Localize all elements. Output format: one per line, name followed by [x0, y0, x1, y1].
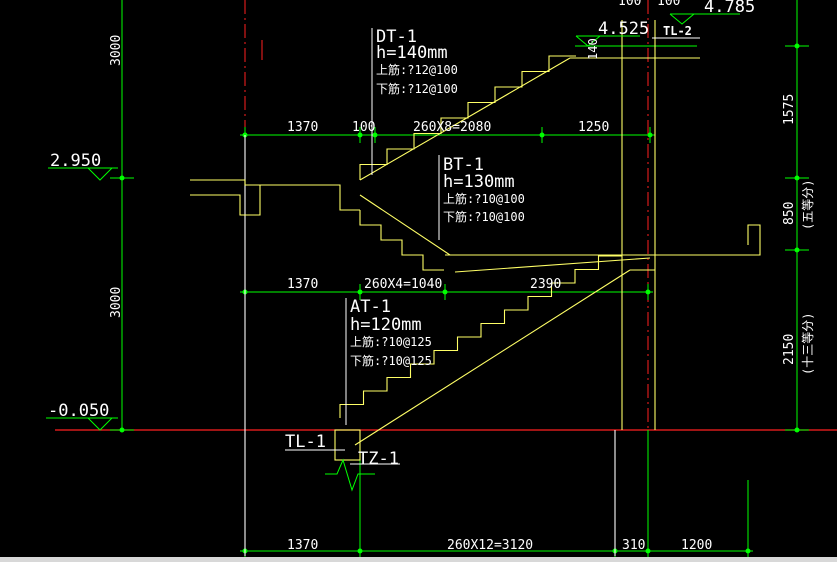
dim-text: 100 [657, 0, 680, 9]
svg-text:h=120mm: h=120mm [350, 315, 422, 335]
svg-text:4.525: 4.525 [598, 19, 649, 39]
flight-label-at1: AT-1 h=120mm 上筋:?10@125 下筋:?10@125 [345, 297, 432, 425]
svg-text:2.950: 2.950 [50, 151, 101, 171]
svg-text:h=140mm: h=140mm [376, 43, 448, 63]
member-label-tl1: TL-1 [285, 432, 345, 452]
level-marker-4785: 4.785 [669, 0, 755, 25]
axis-lines [55, 0, 837, 431]
dimension-node [357, 289, 363, 295]
svg-text:TL-2: TL-2 [663, 24, 692, 38]
svg-text:下筋:?10@125: 下筋:?10@125 [350, 353, 432, 368]
dim-text: 2390 [530, 277, 561, 292]
dim-text: 260X12=3120 [447, 538, 533, 553]
dim-text: (五等分) [801, 180, 815, 230]
member-label-tl2: TL-2 [652, 24, 700, 39]
dim-text: 1370 [287, 120, 318, 135]
member-label-tz1: TZ-1 [350, 449, 400, 469]
svg-text:4.785: 4.785 [704, 0, 755, 17]
dimension-node [539, 132, 545, 138]
svg-text:下筋:?12@100: 下筋:?12@100 [376, 81, 458, 96]
dim-text: (十三等分) [801, 313, 815, 375]
stair-steps [339, 255, 622, 418]
dim-text: 1200 [681, 538, 712, 553]
dim-text: 1370 [287, 538, 318, 553]
level-marker-4525: 4.525 [575, 19, 649, 47]
dimension-node [119, 175, 125, 181]
dim-left-lower: 3000 [109, 287, 124, 318]
dim-text: 850 [782, 202, 797, 225]
svg-text:-0.050: -0.050 [48, 401, 109, 421]
level-marker-minus-0050: -0.050 [46, 401, 118, 431]
svg-text:DT-1: DT-1 [376, 27, 417, 47]
dimension-lines [110, 0, 809, 559]
dim-text: 1370 [287, 277, 318, 292]
dim-text: 100 [618, 0, 641, 9]
svg-text:上筋:?10@125: 上筋:?10@125 [350, 334, 432, 349]
dimension-node [357, 132, 363, 138]
status-strip [0, 557, 837, 562]
dimension-node [372, 132, 378, 138]
dim-text: 2150 [782, 334, 797, 365]
dim-text: 310 [622, 538, 645, 553]
stair-outline [190, 20, 761, 556]
dimension-node [794, 175, 800, 181]
dimension-node [794, 43, 800, 49]
svg-text:h=130mm: h=130mm [443, 172, 515, 192]
dimension-node [794, 247, 800, 253]
svg-text:上筋:?12@100: 上筋:?12@100 [376, 62, 458, 77]
svg-text:AT-1: AT-1 [350, 297, 391, 317]
svg-text:TZ-1: TZ-1 [358, 449, 399, 469]
stair-steps [359, 210, 444, 271]
svg-text:BT-1: BT-1 [443, 155, 484, 175]
level-marker-2950: 2.950 [48, 151, 118, 181]
svg-text:TL-1: TL-1 [285, 432, 326, 452]
dim-text: 260X4=1040 [364, 277, 442, 292]
svg-text:下筋:?10@100: 下筋:?10@100 [443, 209, 525, 224]
stair-steps [359, 55, 576, 180]
flight-label-dt1: DT-1 h=140mm 上筋:?12@100 下筋:?12@100 [371, 27, 458, 175]
dimension-node [647, 132, 653, 138]
dimension-node [442, 289, 448, 295]
dim-text: 260X8=2080 [413, 120, 491, 135]
break-line-symbol [325, 458, 375, 492]
dim-text: 1250 [578, 120, 609, 135]
dimension-node [794, 427, 800, 433]
flight-label-bt1: BT-1 h=130mm 上筋:?10@100 下筋:?10@100 [438, 155, 525, 240]
dimension-node [119, 427, 125, 433]
dimension-node [645, 289, 651, 295]
svg-text:上筋:?10@100: 上筋:?10@100 [443, 191, 525, 206]
dim-text: 100 [352, 120, 375, 135]
dim-left-upper: 3000 [109, 35, 124, 66]
dim-text: 140 [586, 38, 600, 60]
dim-text: 1575 [782, 94, 797, 125]
